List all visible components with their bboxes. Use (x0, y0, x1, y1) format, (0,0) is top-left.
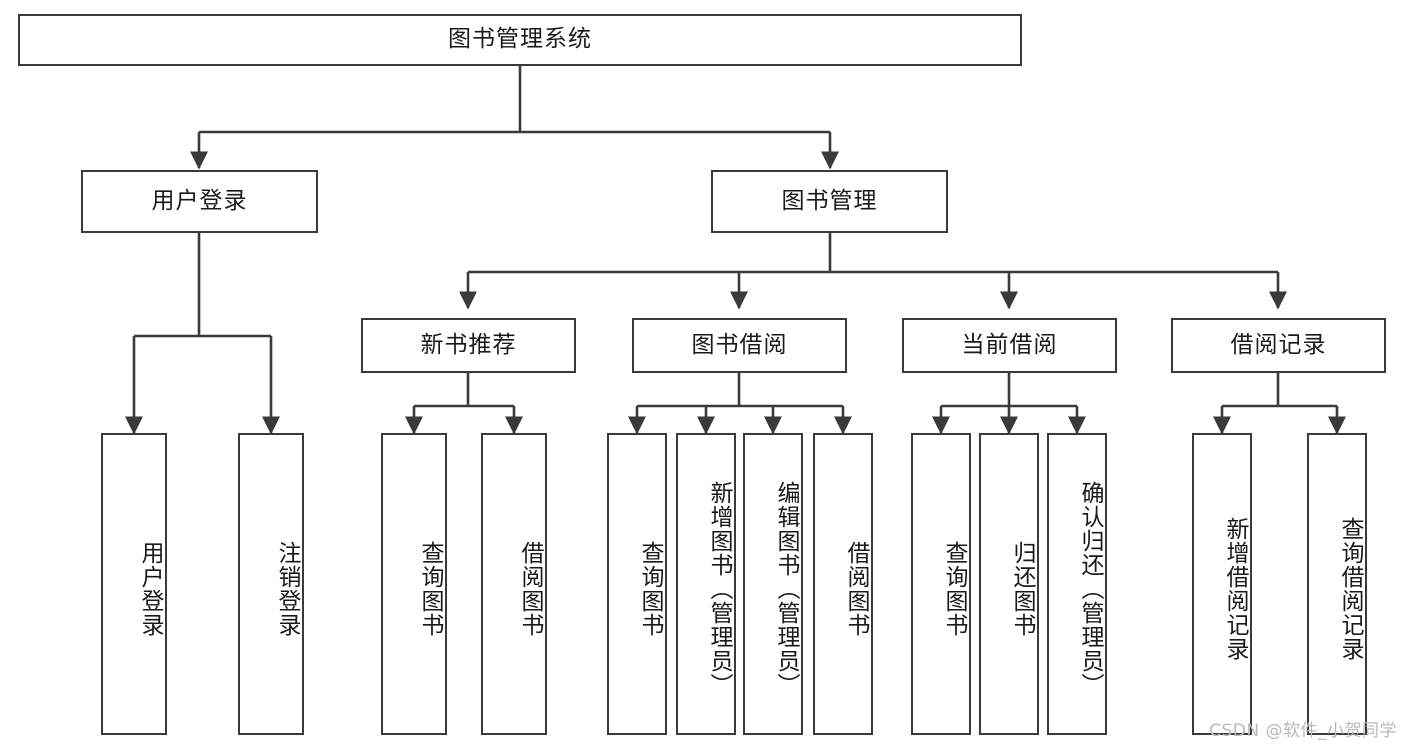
node-leaf-edit-book-label: 编辑图书（管理员） (773, 481, 799, 697)
node-leaf-query-book-2-label: 查询图书 (637, 541, 663, 637)
node-leaf-add-record[interactable]: 新增借阅记录 (1192, 433, 1252, 735)
node-book-borrow-label: 图书借阅 (691, 331, 788, 358)
node-user-login-label: 用户登录 (151, 187, 248, 214)
node-leaf-borrow-book-1[interactable]: 借阅图书 (481, 433, 547, 735)
node-leaf-borrow-book-2[interactable]: 借阅图书 (813, 433, 873, 735)
node-leaf-edit-book[interactable]: 编辑图书（管理员） (743, 433, 803, 735)
node-borrow-record-label: 借阅记录 (1230, 331, 1327, 358)
watermark-credit: CSDN @软件_小贺同学 (1209, 721, 1397, 741)
node-root-system-label: 图书管理系统 (448, 26, 592, 53)
node-leaf-confirm-return[interactable]: 确认归还（管理员） (1047, 433, 1107, 735)
node-leaf-user-login[interactable]: 用户登录 (101, 433, 167, 735)
node-book-borrow[interactable]: 图书借阅 (632, 318, 847, 373)
node-leaf-confirm-return-label: 确认归还（管理员） (1077, 481, 1103, 697)
node-leaf-add-book[interactable]: 新增图书（管理员） (676, 433, 736, 735)
node-user-login[interactable]: 用户登录 (81, 170, 318, 233)
node-book-manage[interactable]: 图书管理 (711, 170, 948, 233)
node-root-system[interactable]: 图书管理系统 (18, 14, 1022, 66)
node-leaf-query-book-3[interactable]: 查询图书 (911, 433, 971, 735)
node-new-book-recommend-label: 新书推荐 (420, 331, 517, 358)
node-leaf-borrow-book-1-label: 借阅图书 (517, 541, 543, 637)
node-leaf-query-book-2[interactable]: 查询图书 (607, 433, 667, 735)
node-leaf-logout-label: 注销登录 (274, 541, 300, 637)
node-leaf-logout[interactable]: 注销登录 (238, 433, 304, 735)
node-new-book-recommend[interactable]: 新书推荐 (361, 318, 576, 373)
node-leaf-add-record-label: 新增借阅记录 (1222, 517, 1248, 661)
node-leaf-return-book[interactable]: 归还图书 (979, 433, 1039, 735)
node-leaf-return-book-label: 归还图书 (1009, 541, 1035, 637)
node-leaf-borrow-book-2-label: 借阅图书 (843, 541, 869, 637)
node-current-borrow[interactable]: 当前借阅 (902, 318, 1117, 373)
node-leaf-query-record-label: 查询借阅记录 (1337, 517, 1363, 661)
node-borrow-record[interactable]: 借阅记录 (1171, 318, 1386, 373)
node-book-manage-label: 图书管理 (781, 187, 878, 214)
node-leaf-query-book-1-label: 查询图书 (417, 541, 443, 637)
node-leaf-query-book-3-label: 查询图书 (941, 541, 967, 637)
node-current-borrow-label: 当前借阅 (961, 331, 1058, 358)
node-leaf-query-record[interactable]: 查询借阅记录 (1307, 433, 1367, 735)
node-leaf-user-login-label: 用户登录 (137, 541, 163, 637)
node-leaf-query-book-1[interactable]: 查询图书 (381, 433, 447, 735)
node-leaf-add-book-label: 新增图书（管理员） (706, 481, 732, 697)
